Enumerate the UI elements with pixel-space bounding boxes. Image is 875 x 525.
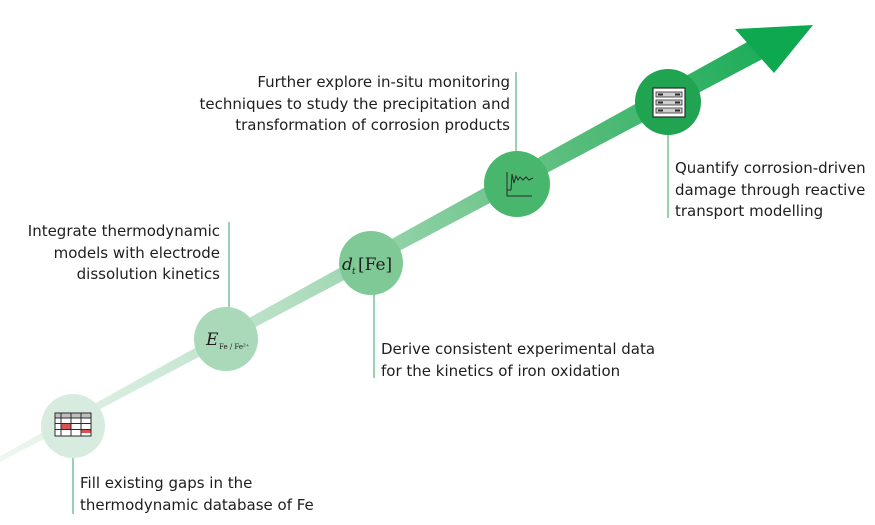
- step-line: models with electrode: [53, 243, 220, 262]
- table-grid-icon: [54, 412, 92, 437]
- step-circle-in-situ: [484, 151, 550, 217]
- step-line: transport modelling: [675, 202, 824, 220]
- step-line: Integrate thermodynamic: [27, 222, 220, 240]
- symbol-main: d: [342, 255, 353, 275]
- step-circle-thermo-kinetics: [194, 307, 258, 371]
- step-line: thermodynamic database of Fe: [80, 495, 314, 514]
- step-line: Derive consistent experimental data: [381, 340, 656, 358]
- step-text-reactive-transport: Quantify corrosion-driven damage through…: [675, 158, 866, 223]
- symbol-sub: t: [352, 267, 356, 277]
- rate-of-change-symbol: d t [Fe]: [342, 255, 392, 277]
- step-circle-experimental: [339, 231, 403, 295]
- symbol-rest: [Fe]: [358, 255, 392, 275]
- step-line: Quantify corrosion-driven: [675, 159, 866, 177]
- progress-arrow-head: [735, 25, 813, 73]
- symbol-sub: Fe / Fe²⁺: [219, 343, 250, 351]
- server-rack-icon: [652, 87, 686, 118]
- step-text-database: Fill existing gaps in the thermodynamic …: [80, 473, 314, 516]
- step-line: Further explore in-situ monitoring: [257, 73, 510, 91]
- step-line: Fill existing gaps in the: [80, 474, 253, 492]
- step-line: techniques to study the precipitation an…: [199, 94, 510, 113]
- step-text-thermo-kinetics: Integrate thermodynamic models with elec…: [28, 221, 220, 286]
- step-line: for the kinetics of iron oxidation: [381, 361, 621, 380]
- step-line: damage through reactive: [675, 180, 866, 199]
- symbol-main: E: [205, 330, 219, 350]
- step-line: dissolution kinetics: [76, 265, 220, 283]
- signal-waveform-icon: [506, 172, 534, 197]
- step-text-in-situ: Further explore in-situ monitoring techn…: [200, 72, 510, 137]
- step-line: transformation of corrosion products: [235, 116, 510, 134]
- electrode-potential-symbol: E Fe / Fe²⁺: [205, 330, 250, 351]
- step-text-experimental: Derive consistent experimental data for …: [381, 339, 655, 382]
